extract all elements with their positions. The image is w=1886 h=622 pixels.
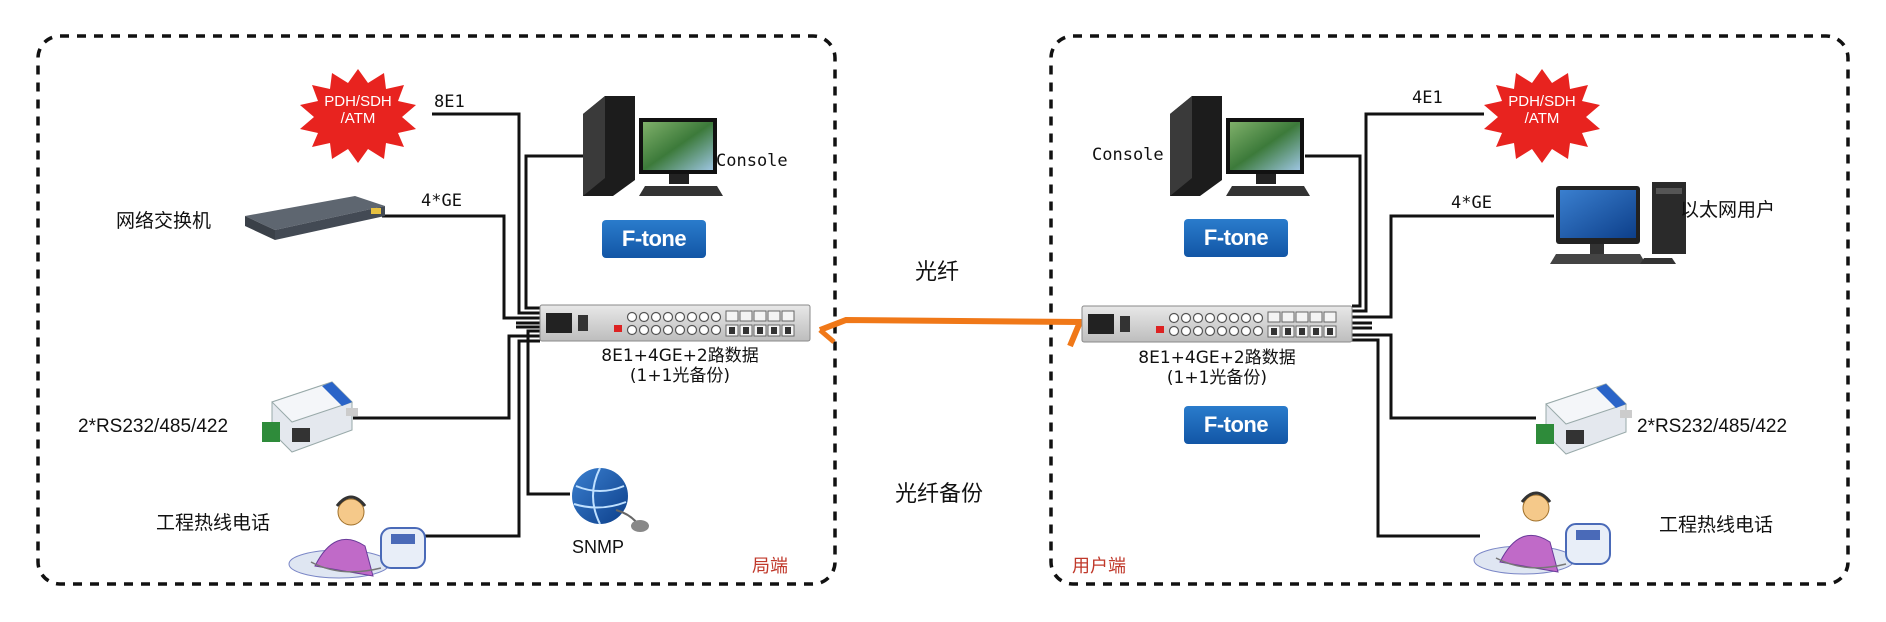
e1-link-label-left: 8E1 <box>434 92 465 112</box>
fiber-backup-label: 光纤备份 <box>895 482 984 507</box>
pdh-line-2-right: /ATM <box>1524 110 1560 127</box>
ge-link-label-left: 4*GE <box>421 191 462 211</box>
phone-label-right: 工程热线电话 <box>1659 514 1774 536</box>
pdh-line-1-left: PDH/SDH <box>324 93 392 110</box>
brand-badge-right-bottom: F-tone <box>1184 406 1288 444</box>
left-connection-lines <box>353 112 583 538</box>
serial-label-left: 2*RS232/485/422 <box>78 416 229 437</box>
device-caption-line2-right: (1+1光备份) <box>1166 368 1268 388</box>
pdh-line-2-left: /ATM <box>340 110 376 127</box>
serial-label-right: 2*RS232/485/422 <box>1637 416 1788 437</box>
left-site-border <box>36 34 837 586</box>
device-caption-line1-right: 8E1+4GE+2路数据 <box>1138 348 1296 368</box>
device-caption-left: 8E1+4GE+2路数据 (1+1光备份) <box>560 346 800 386</box>
serial-converter-left-icon <box>261 381 359 453</box>
brand-badge-left: F-tone <box>602 220 706 258</box>
ethernet-user-label: 以太网用户 <box>1680 199 1776 221</box>
fiber-link <box>818 316 1085 348</box>
console-pc-right-icon <box>1170 96 1310 196</box>
pdh-label-left: PDH/SDH /ATM <box>310 93 406 127</box>
pdh-line-1-right: PDH/SDH <box>1508 93 1576 110</box>
e1-link-label-right: 4E1 <box>1412 88 1443 108</box>
serial-converter-right-icon <box>1535 383 1633 455</box>
optical-mux-right <box>1081 305 1353 343</box>
fiber-label: 光纤 <box>915 260 960 285</box>
right-connection-lines <box>1305 112 1554 538</box>
right-site-border <box>1049 34 1850 586</box>
console-label-right: Console <box>1092 145 1164 165</box>
device-caption-line2-left: (1+1光备份) <box>629 366 731 386</box>
device-caption-right: 8E1+4GE+2路数据 (1+1光备份) <box>1097 348 1337 388</box>
brand-badge-right-top: F-tone <box>1184 219 1288 257</box>
site-label-left: 局端 <box>752 556 788 577</box>
switch-label: 网络交换机 <box>116 210 212 232</box>
optical-mux-left <box>539 304 811 342</box>
console-label-left: Console <box>716 151 788 171</box>
ethernet-switch-icon <box>245 196 385 240</box>
ge-link-label-right: 4*GE <box>1451 193 1492 213</box>
snmp-label: SNMP <box>572 537 625 557</box>
pdh-label-right: PDH/SDH /ATM <box>1494 93 1590 127</box>
engineering-phone-left-icon <box>287 495 427 580</box>
ethernet-user-pc-icon <box>1550 182 1686 264</box>
phone-label-left: 工程热线电话 <box>156 512 271 534</box>
snmp-globe-icon <box>572 467 649 532</box>
site-label-right: 用户端 <box>1072 556 1126 577</box>
device-caption-line1-left: 8E1+4GE+2路数据 <box>601 346 759 366</box>
engineering-phone-right-icon <box>1472 491 1612 576</box>
console-pc-left-icon <box>583 96 723 196</box>
